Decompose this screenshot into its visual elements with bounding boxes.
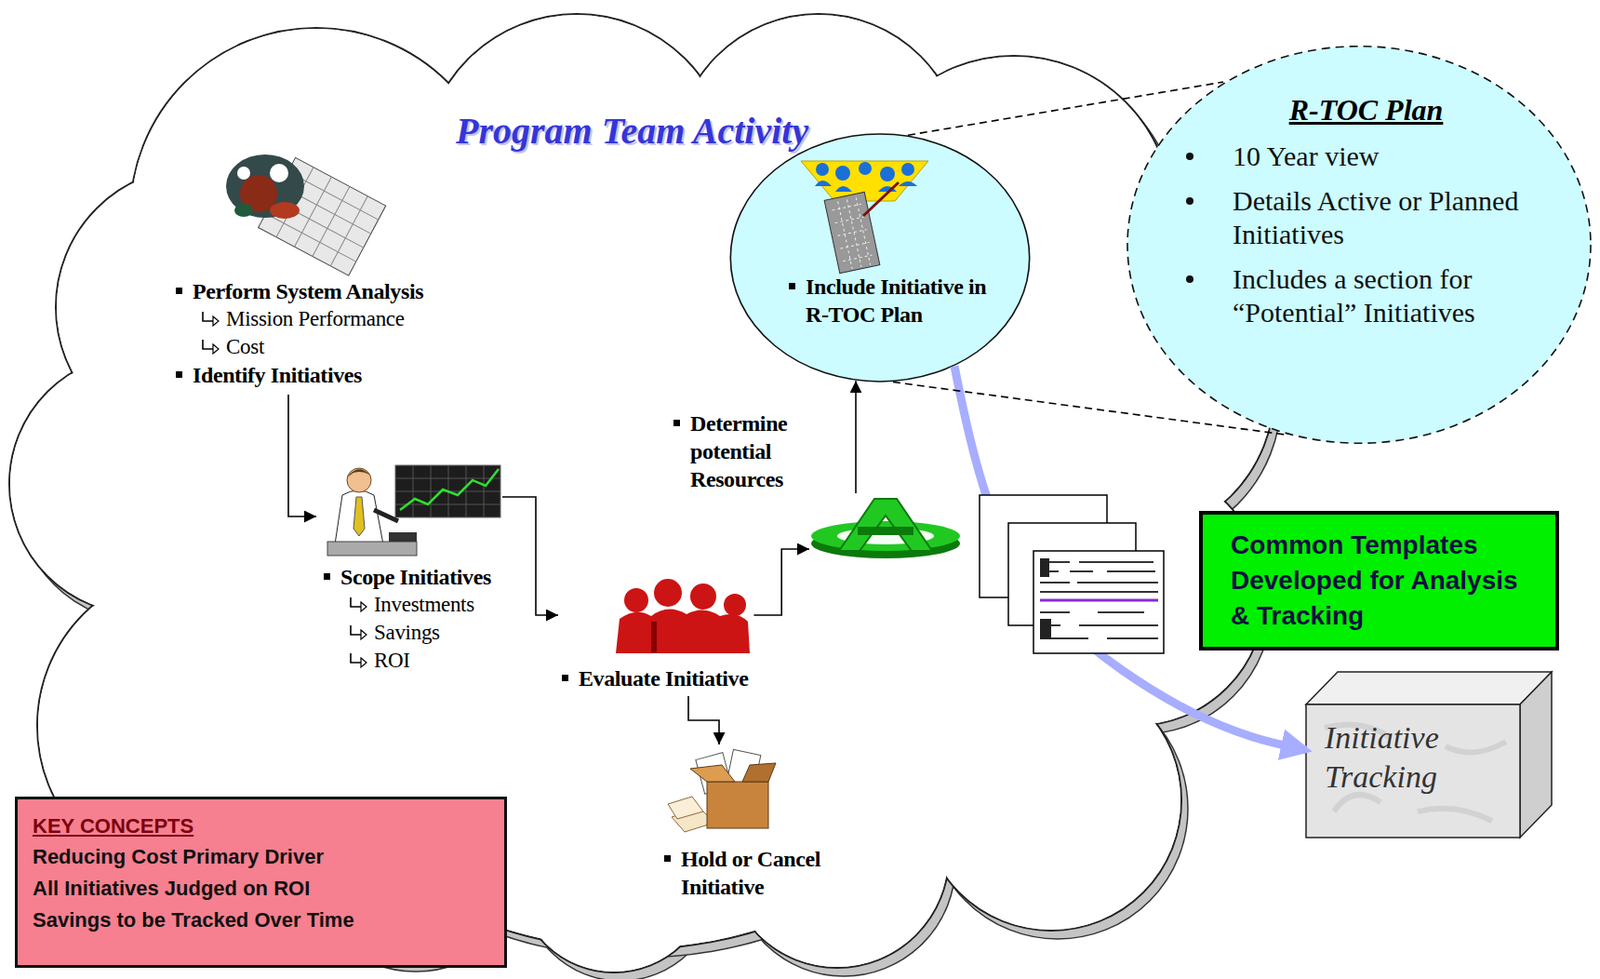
text-area: Include Initiative in R-TOC Plan bbox=[729, 133, 1031, 329]
process-step: Hold or Cancel Initiative bbox=[651, 744, 875, 905]
text-row: Hold or Cancel Initiative bbox=[660, 844, 856, 901]
text-row: KEY CONCEPTS bbox=[32, 810, 490, 841]
bullet-mark bbox=[788, 282, 796, 290]
bullet-mark bbox=[664, 854, 671, 862]
text-area: Hold or Cancel Initiative bbox=[651, 744, 875, 905]
callout-leader bbox=[893, 381, 1286, 435]
bullet-mark bbox=[323, 573, 331, 580]
flow-arrow bbox=[753, 548, 810, 615]
key-item: Reducing Cost Primary Driver bbox=[32, 840, 490, 873]
text-row: Include Initiative in R-TOC Plan bbox=[785, 272, 994, 329]
note-text: Common Templates Developed for Analysis … bbox=[1230, 527, 1528, 634]
text-row: Savings bbox=[320, 618, 503, 647]
text-row: Program Team Activity bbox=[455, 109, 773, 153]
text-area: Common Templates Developed for Analysis … bbox=[1202, 514, 1556, 647]
note-box: Common Templates Developed for Analysis … bbox=[1199, 510, 1560, 651]
text-area: Initiative Tracking bbox=[1306, 671, 1552, 797]
step-label: Evaluate Initiative bbox=[578, 664, 748, 693]
text-row: Identify Initiatives bbox=[172, 360, 526, 389]
callout-item: Details Active or Planned Initiatives bbox=[1232, 184, 1556, 252]
text-row: Investments bbox=[320, 590, 503, 619]
key-heading: KEY CONCEPTS bbox=[32, 810, 490, 841]
hook-arrow-icon bbox=[200, 310, 221, 328]
flow-arrow bbox=[502, 496, 559, 615]
ellipse-outline bbox=[729, 133, 1031, 383]
analyst-desk-icon bbox=[327, 465, 501, 556]
process-step: Scope InitiativesInvestmentsSavingsROI bbox=[316, 460, 503, 679]
flow-arrow bbox=[688, 695, 720, 745]
text-row: R-TOC Plan bbox=[1176, 91, 1556, 129]
sub-item: Cost bbox=[226, 333, 526, 361]
callout-title: R-TOC Plan bbox=[1176, 91, 1556, 129]
analyst-icon bbox=[226, 154, 387, 276]
hook-arrow-icon bbox=[347, 652, 369, 669]
step-label: Scope Initiatives bbox=[340, 562, 503, 591]
text-row: Determine potential Resources bbox=[669, 409, 819, 494]
sub-item: Savings bbox=[373, 618, 503, 647]
sub-item: Mission Performance bbox=[226, 305, 526, 334]
text-row: Initiative Tracking bbox=[1324, 718, 1511, 797]
text-row: Perform System Analysis bbox=[172, 277, 526, 306]
sub-item: ROI bbox=[373, 646, 503, 675]
bullet-mark bbox=[673, 419, 680, 427]
bullet-mark bbox=[175, 287, 183, 294]
process-step: Determine potential Resources bbox=[809, 493, 963, 560]
text-row: Savings to be Tracked Over Time bbox=[32, 904, 490, 936]
key-concepts-box: KEY CONCEPTSReducing Cost Primary Driver… bbox=[14, 796, 507, 968]
text-row: Includes a section for “Potential” Initi… bbox=[1176, 262, 1556, 330]
text-row: Cost bbox=[172, 333, 526, 361]
tracking-box: Initiative Tracking bbox=[1306, 671, 1552, 838]
callout-leader bbox=[907, 81, 1224, 135]
bullet-mark bbox=[1186, 275, 1194, 283]
tracking-label: Initiative Tracking bbox=[1324, 718, 1511, 797]
key-item: Savings to be Tracked Over Time bbox=[32, 904, 490, 936]
key-item: All Initiatives Judged on ROI bbox=[32, 872, 490, 905]
text-area: Scope InitiativesInvestmentsSavingsROI bbox=[316, 460, 503, 679]
text-row: Reducing Cost Primary Driver bbox=[32, 840, 490, 873]
step-label: Include Initiative in R-TOC Plan bbox=[805, 272, 994, 329]
text-row: Scope Initiatives bbox=[320, 562, 503, 591]
text-row: Details Active or Planned Initiatives bbox=[1176, 184, 1556, 252]
callout-ellipse: R-TOC Plan 10 Year viewDetails Active or … bbox=[1125, 44, 1593, 445]
process-step: Evaluate Initiative bbox=[558, 574, 754, 696]
sub-item: Investments bbox=[373, 590, 503, 619]
flow-arrow bbox=[288, 394, 317, 517]
bullet-mark bbox=[561, 674, 569, 681]
tracking-flow-arrow bbox=[954, 366, 1307, 750]
text-row: Mission Performance bbox=[172, 305, 526, 334]
text-row: All Initiatives Judged on ROI bbox=[32, 872, 490, 905]
text-row: Evaluate Initiative bbox=[558, 664, 748, 693]
bullet-mark bbox=[1186, 197, 1194, 205]
cloud-title: Program Team Activity bbox=[455, 109, 773, 153]
evaluation-team-icon bbox=[615, 578, 750, 654]
step-label: Identify Initiatives bbox=[192, 360, 526, 389]
callout-item: Includes a section for “Potential” Initi… bbox=[1232, 262, 1556, 330]
text-area: R-TOC Plan 10 Year viewDetails Active or … bbox=[1125, 44, 1593, 330]
process-step: Perform System AnalysisMission Performan… bbox=[172, 139, 526, 395]
step-label: Determine potential Resources bbox=[690, 409, 819, 494]
text-row: ROI bbox=[320, 646, 503, 675]
text-area: Program Team Activity bbox=[455, 109, 773, 153]
bullet-mark bbox=[1186, 152, 1194, 160]
hook-arrow-icon bbox=[200, 338, 221, 356]
hold-box-icon bbox=[667, 748, 776, 832]
text-area: KEY CONCEPTSReducing Cost Primary Driver… bbox=[17, 799, 505, 947]
text-row: Common Templates Developed for Analysis … bbox=[1230, 527, 1528, 634]
step-label: Hold or Cancel Initiative bbox=[680, 844, 856, 901]
plan-funnel-icon bbox=[800, 160, 929, 274]
text-area: Perform System AnalysisMission Performan… bbox=[172, 139, 526, 395]
text-area: Determine potential Resources bbox=[669, 409, 819, 494]
resource-wheel-icon bbox=[811, 498, 960, 559]
step-label: Perform System Analysis bbox=[192, 277, 526, 306]
plan-ellipse: Include Initiative in R-TOC Plan bbox=[729, 133, 1031, 383]
text-row: 10 Year view bbox=[1176, 139, 1556, 174]
text-area: Evaluate Initiative bbox=[558, 574, 754, 696]
hook-arrow-icon bbox=[347, 596, 369, 614]
flow-arrow bbox=[854, 380, 857, 494]
bullet-mark bbox=[175, 371, 183, 378]
callout-item: 10 Year view bbox=[1232, 139, 1556, 174]
hook-arrow-icon bbox=[347, 624, 369, 641]
